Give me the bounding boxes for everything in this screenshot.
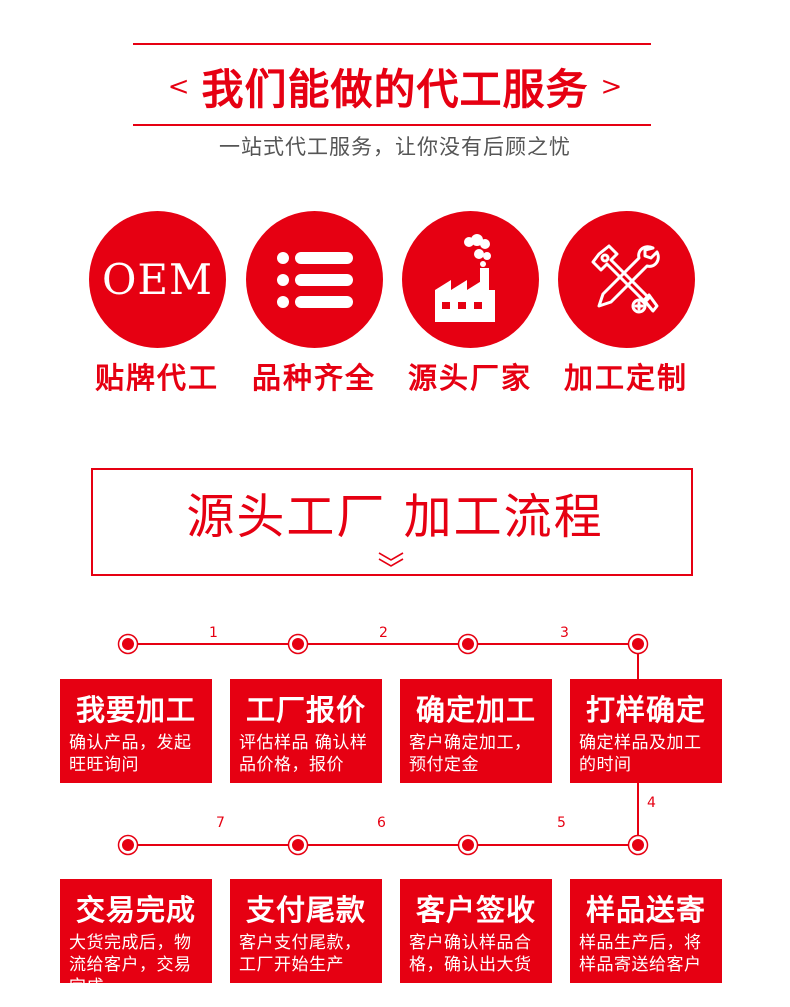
service-label-oem: 贴牌代工	[94, 361, 219, 395]
step-card: 工厂报价 评估样品 确认样品价格，报价	[230, 679, 382, 783]
step-card: 样品送寄 样品生产后，将样品寄送给客户	[570, 879, 722, 983]
service-label-variety: 品种齐全	[251, 361, 376, 395]
step-desc: 大货完成后，物流给客户，交易完成	[69, 933, 192, 997]
flow-dot	[627, 834, 649, 856]
flow-dot	[627, 633, 649, 655]
flow-line-bottom	[128, 844, 638, 846]
step-number: 1	[209, 625, 218, 641]
header-top-rule	[133, 43, 651, 45]
double-chevron-down-icon	[378, 552, 404, 567]
step-number: 5	[557, 815, 566, 831]
step-title: 工厂报价	[245, 693, 366, 727]
right-bracket: >	[600, 71, 623, 102]
step-desc: 确定样品及加工的时间	[579, 733, 702, 775]
step-card: 支付尾款 客户支付尾款，工厂开始生产	[230, 879, 382, 983]
step-title: 确定加工	[415, 693, 536, 727]
step-card: 确定加工 客户确定加工，预付定金	[400, 679, 552, 783]
flow-dot	[117, 633, 139, 655]
flow-dot	[287, 834, 309, 856]
flow-dot	[457, 633, 479, 655]
page-subtitle: 一站式代工服务，让你没有后顾之忧	[219, 135, 571, 159]
flow-dot	[457, 834, 479, 856]
step-card: 客户签收 客户确认样品合格，确认出大货	[400, 879, 552, 983]
step-title: 样品送寄	[585, 893, 706, 927]
flow-line-top	[128, 643, 638, 645]
step-number: 6	[377, 815, 386, 831]
step-number: 2	[379, 625, 388, 641]
step-card: 打样确定 确定样品及加工的时间	[570, 679, 722, 783]
flow-dot	[117, 834, 139, 856]
service-label-factory: 源头厂家	[407, 361, 532, 395]
list-icon	[276, 251, 353, 308]
factory-icon	[434, 233, 495, 322]
step-number: 4	[647, 795, 656, 811]
step-desc: 客户确认样品合格，确认出大货	[409, 933, 532, 975]
step-number: 7	[216, 815, 225, 831]
service-label-custom: 加工定制	[563, 361, 688, 395]
step-title: 支付尾款	[245, 893, 366, 927]
tools-icon	[591, 244, 660, 313]
process-title: 源头工厂 加工流程	[186, 489, 604, 545]
flow-dot	[287, 633, 309, 655]
page-title: 我们能做的代工服务	[201, 65, 589, 114]
step-title: 客户签收	[415, 893, 536, 927]
oem-icon-text: OEM	[101, 255, 214, 304]
step-desc: 客户确定加工，预付定金	[409, 733, 532, 775]
step-desc: 确认产品，发起旺旺询问	[69, 733, 192, 775]
step-title: 我要加工	[75, 693, 196, 727]
step-title: 交易完成	[75, 893, 196, 927]
step-number: 3	[560, 625, 569, 641]
step-desc: 客户支付尾款，工厂开始生产	[239, 933, 362, 975]
oem-text-icon: OEM	[89, 211, 226, 348]
step-card: 交易完成 大货完成后，物流给客户，交易完成	[60, 879, 212, 997]
step-desc: 评估样品 确认样品价格，报价	[239, 733, 368, 775]
left-bracket: <	[167, 71, 190, 102]
step-desc: 样品生产后，将样品寄送给客户	[579, 933, 702, 975]
service-variety	[246, 211, 383, 348]
service-oem: OEM	[89, 211, 226, 348]
section-title-row: < 我们能做的代工服务 >	[0, 56, 790, 117]
service-custom	[558, 211, 695, 348]
step-title: 打样确定	[585, 693, 706, 727]
header-bottom-rule	[133, 124, 651, 126]
process-banner	[91, 468, 693, 576]
service-factory	[402, 211, 539, 348]
step-card: 我要加工 确认产品，发起旺旺询问	[60, 679, 212, 783]
